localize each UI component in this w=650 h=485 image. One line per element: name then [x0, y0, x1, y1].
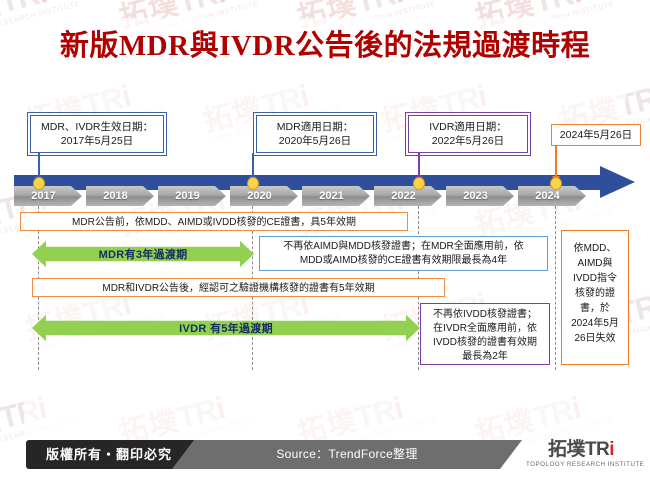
timeline-dot-2017 — [33, 177, 45, 190]
timeline-year-2021[interactable]: 2021 — [302, 186, 370, 206]
arrow-mdr-transition-label: MDR有3年過渡期 — [98, 249, 188, 261]
statement-directive-expiry-2024: 依MDD、 AIMD與 IVDD指令 核發的證 書，於 2024年5月 26日失… — [561, 230, 629, 365]
timeline-dot-2022 — [413, 177, 425, 190]
timeline-year-2020[interactable]: 2020 — [230, 186, 298, 206]
footer: 版權所有・翻印必究 Source：TrendForce整理 拓墣TRi TOPO… — [0, 438, 650, 478]
tri-logo-en: TRi — [584, 439, 615, 460]
callout-line-1: MDR、IVDR生效日期： — [41, 121, 153, 133]
copyright-text: 版權所有・翻印必究 — [46, 447, 173, 462]
statement-mdr-before-announcement: MDR公告前，依MDD、AIMD或IVDD核發的CE證書，具5年效期 — [20, 212, 408, 231]
timeline-arrowhead — [600, 166, 635, 198]
callout-mdr-ivdr-effective: MDR、IVDR生效日期： 2017年5月25日 — [27, 112, 167, 156]
timeline-dot-2024 — [550, 177, 562, 190]
callout-expiry-2024: 2024年5月26日 — [551, 124, 641, 146]
tri-logo-subtitle: TOPOLOGY RESEARCH INSTITUTE — [526, 461, 645, 468]
callout-mdr-apply: MDR適用日期： 2020年5月26日 — [253, 112, 377, 156]
guide-line-2024 — [555, 206, 556, 370]
statement-line-5: 書，於 — [580, 303, 610, 314]
callout-line-1: MDR適用日期： — [276, 121, 354, 133]
timeline-year-2017[interactable]: 2017 — [14, 186, 82, 206]
statement-line-2: AIMD與 — [577, 258, 613, 269]
statement-after-announcement: MDR和IVDR公告後，經認可之驗證機構核發的證書有5年效期 — [32, 278, 445, 297]
statement-line-1: 不再依IVDD核發證書； — [433, 309, 537, 320]
timeline-year-2022[interactable]: 2022 — [374, 186, 442, 206]
page-title: 新版MDR與IVDR公告後的法規過渡時程 — [59, 30, 591, 62]
arrow-ivdr-transition-label: IVDR 有5年過渡期 — [179, 323, 273, 335]
timeline-year-2023[interactable]: 2023 — [446, 186, 514, 206]
statement-ivdr-certificate-validity: 不再依IVDD核發證書； 在IVDR全面應用前，依 IVDD核發的證書有效期 最… — [420, 303, 550, 365]
tri-logo-cn: 拓墣 — [547, 439, 586, 460]
statement-line-4: 最長為2年 — [462, 351, 508, 362]
statement-line-4: 核發的證 — [575, 288, 615, 299]
callout-ivdr-apply: IVDR適用日期： 2022年5月26日 — [405, 112, 531, 156]
tri-logo-wordmark: 拓墣TRi — [526, 440, 636, 460]
statement-line-2: MDD或AIMD核發的CE證書有效期限最長為4年 — [299, 255, 508, 266]
timeline-year-2019[interactable]: 2019 — [158, 186, 226, 206]
connector-2024 — [552, 146, 560, 182]
callout-line-1: IVDR適用日期： — [429, 121, 507, 133]
connector-2022 — [415, 153, 423, 182]
statement-line-7: 26日失效 — [574, 333, 616, 344]
timeline-year-2018[interactable]: 2018 — [86, 186, 154, 206]
callout-line-2: 2022年5月26日 — [431, 135, 505, 147]
callout-line-1: 2024年5月26日 — [559, 129, 633, 141]
source-text: Source：TrendForce整理 — [276, 447, 418, 461]
connector-2017 — [35, 153, 43, 182]
statement-line-3: IVDD指令 — [573, 273, 617, 284]
statement-line-6: 2024年5月 — [571, 318, 619, 329]
statement-line-3: IVDD核發的證書有效期 — [433, 337, 537, 348]
statement-mdr-certificate-validity: 不再依AIMD與MDD核發證書；在MDR全面應用前，依 MDD或AIMD核發的C… — [259, 236, 548, 271]
statement-line-2: 在IVDR全面應用前，依 — [433, 323, 537, 334]
callout-line-2: 2020年5月26日 — [278, 135, 352, 147]
source-banner: Source：TrendForce整理 — [172, 440, 522, 469]
tri-logo: 拓墣TRi TOPOLOGY RESEARCH INSTITUTE — [526, 440, 645, 473]
timeline-dot-2020 — [247, 177, 259, 190]
callout-line-2: 2017年5月25日 — [60, 135, 134, 147]
connector-2020 — [249, 153, 257, 182]
statement-line-1: 不再依AIMD與MDD核發證書；在MDR全面應用前，依 — [283, 241, 524, 252]
timeline-year-2024[interactable]: 2024 — [518, 186, 586, 206]
statement-line-1: 依MDD、 — [573, 243, 617, 254]
